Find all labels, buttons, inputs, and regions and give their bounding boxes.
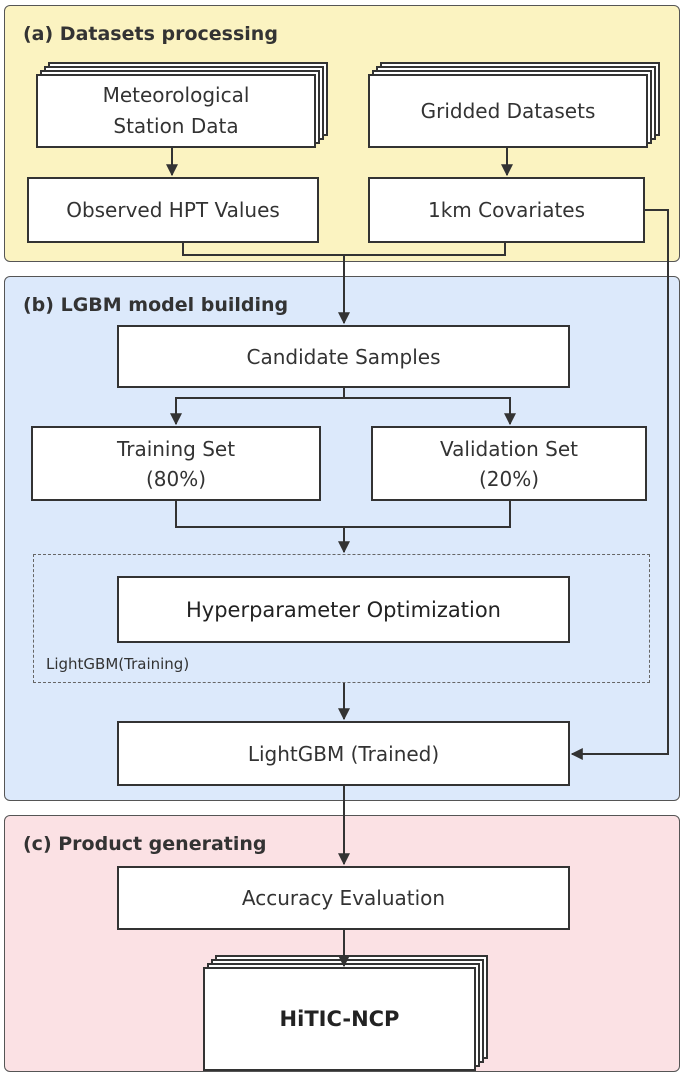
node-observed-hpt-values: Observed HPT Values xyxy=(27,177,319,243)
covariates-label: 1km Covariates xyxy=(427,198,586,222)
gridded-label: Gridded Datasets xyxy=(420,98,596,123)
node-hyperparameter-optimization: Hyperparameter Optimization xyxy=(117,576,570,643)
panel-title-c: (c) Product generating xyxy=(23,833,267,855)
lightgbm-training-label: LightGBM(Training) xyxy=(46,655,190,673)
node-validation-set: Validation Set (20%) xyxy=(371,426,647,501)
node-training-set: Training Set (80%) xyxy=(31,426,321,501)
node-accuracy-evaluation: Accuracy Evaluation xyxy=(117,866,570,930)
node-gridded-datasets: Gridded Datasets xyxy=(368,62,660,148)
node-1km-covariates: 1km Covariates xyxy=(368,177,645,243)
panel-title-b: (b) LGBM model building xyxy=(23,294,289,316)
lgbm-trained-label: LightGBM (Trained) xyxy=(247,741,440,766)
node-meteorological-station-data: Meteorological Station Data xyxy=(36,62,328,148)
validation-line1: Validation Set xyxy=(440,436,578,461)
candidate-label: Candidate Samples xyxy=(246,344,441,369)
node-hitic-ncp: HiTIC-NCP xyxy=(203,955,488,1071)
accuracy-label: Accuracy Evaluation xyxy=(241,886,446,910)
met-station-line1: Meteorological xyxy=(102,83,250,107)
training-line2: (80%) xyxy=(145,466,207,491)
panel-title-a: (a) Datasets processing xyxy=(23,23,278,45)
validation-line2: (20%) xyxy=(478,466,540,491)
node-candidate-samples: Candidate Samples xyxy=(117,325,570,388)
met-station-line2: Station Data xyxy=(113,114,239,138)
hyperparam-label: Hyperparameter Optimization xyxy=(186,597,501,622)
product-label: HiTIC-NCP xyxy=(279,1006,400,1031)
observed-hpt-label: Observed HPT Values xyxy=(66,198,280,222)
node-lightgbm-trained: LightGBM (Trained) xyxy=(117,721,570,786)
training-line1: Training Set xyxy=(116,436,236,461)
